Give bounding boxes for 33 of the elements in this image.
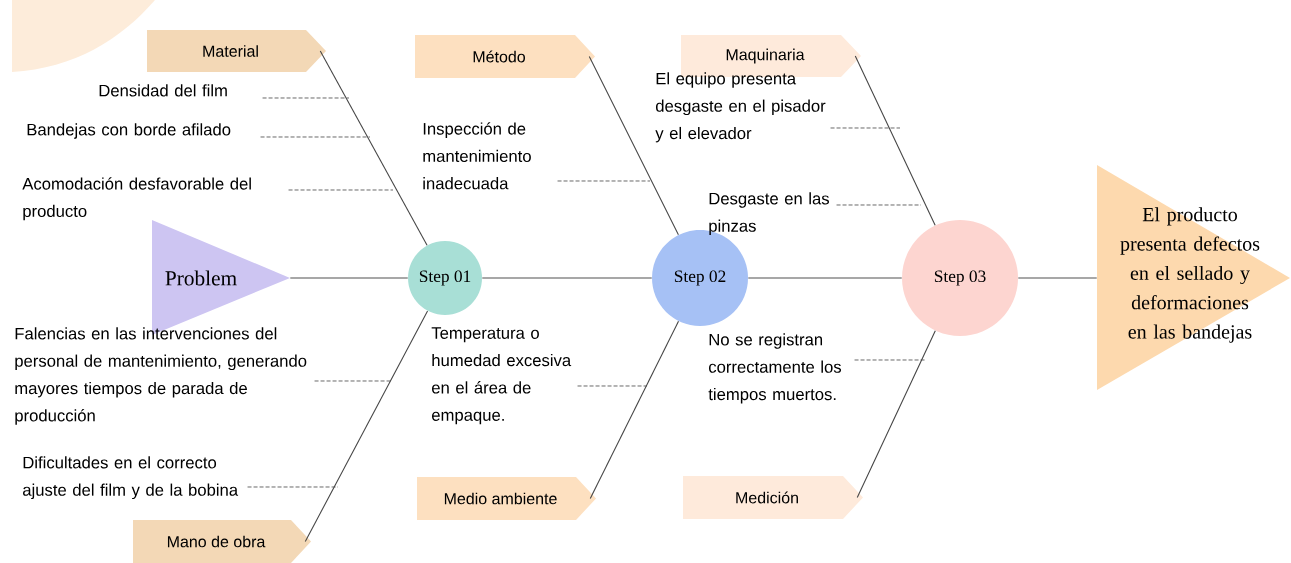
bone-line (856, 330, 936, 499)
spine-line (289, 277, 409, 279)
bone-line (588, 55, 679, 236)
category-tag: Medio ambiente (417, 477, 596, 520)
cause-text: Dificultades en el correcto ajuste del film y de la bobina (23, 456, 239, 500)
cause-text: Inspección de mantenimiento inadecuada (423, 122, 531, 190)
spine-line (481, 277, 653, 279)
leader-line (557, 180, 651, 182)
spine-line (1017, 277, 1098, 279)
leader-line (836, 204, 922, 206)
leader-line (247, 486, 339, 488)
bone-line (319, 50, 428, 246)
category-tag: Medición (683, 476, 863, 519)
effect-triangle: El producto presenta defectos en el sellado y deformaciones en las bandejas (1097, 165, 1290, 390)
leader-line (260, 136, 371, 138)
spine-line (747, 277, 903, 279)
category-tag: Mano de obra (133, 520, 311, 563)
cause-text: Bandejas con borde afilado (27, 123, 231, 139)
cause-text: Acomodación desfavorable del producto (22, 177, 251, 221)
leader-line (314, 380, 393, 382)
cause-text: No se registran correctamente los tiempos muertos. (708, 333, 842, 404)
leader-line (262, 97, 350, 99)
cause-text: Temperatura o humedad excesiva en el área de empaque. (431, 327, 572, 425)
leader-line (854, 359, 926, 361)
leader-line (288, 189, 394, 191)
leader-line (577, 385, 648, 387)
cause-text: Densidad del film (99, 84, 227, 97)
bone-line (854, 55, 936, 226)
bone-line (589, 320, 680, 500)
bone-line (304, 310, 429, 543)
category-tag: Material (147, 30, 326, 72)
leader-line (830, 127, 901, 129)
category-tag: Método (415, 35, 595, 78)
